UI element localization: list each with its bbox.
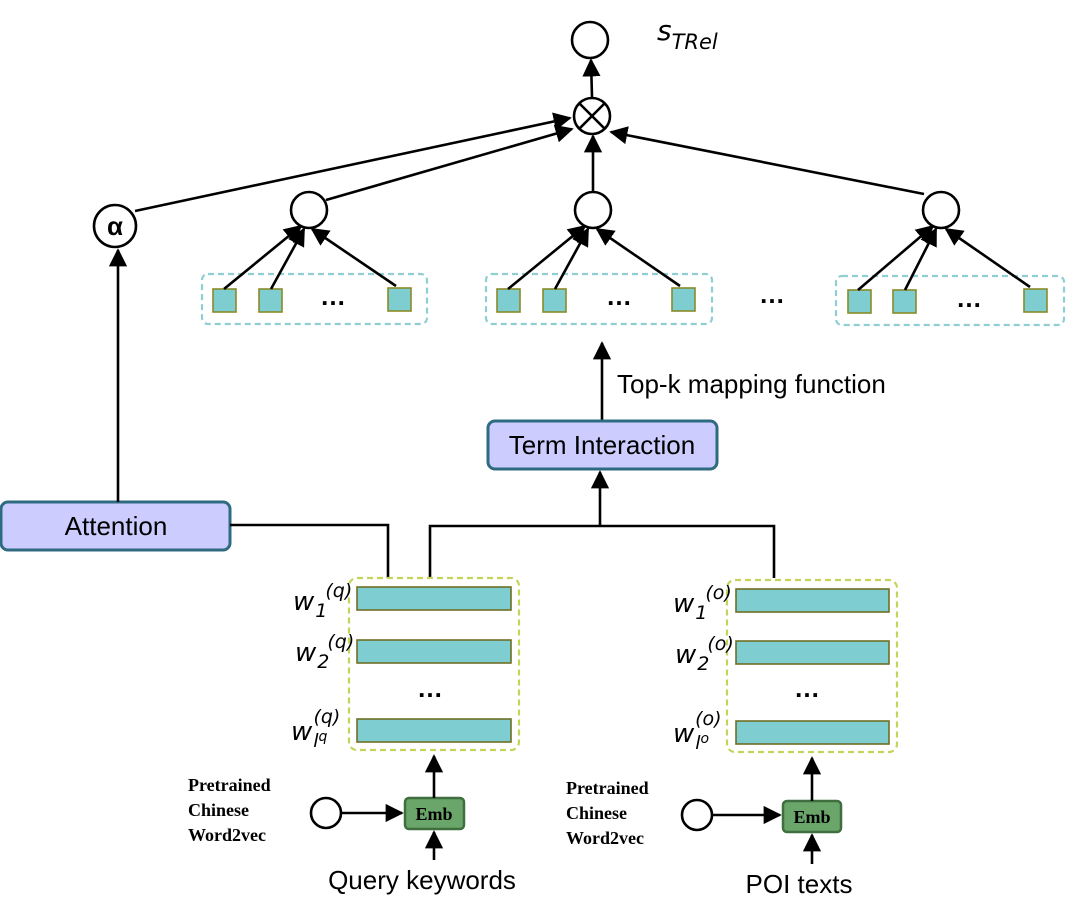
query-embedding-row: [356, 639, 512, 664]
poi-embedding-row: [735, 720, 890, 745]
poi-emb-label: Emb: [793, 807, 830, 827]
topk-ellipsis: …: [606, 281, 632, 311]
topk-cell: [847, 289, 872, 314]
query-emb-label: Emb: [415, 804, 452, 824]
term-interaction-box: [486, 419, 719, 471]
alpha-node: [92, 203, 138, 249]
svg-text:Chinese: Chinese: [188, 800, 249, 820]
topk-mapping-label: Top-k mapping function: [617, 369, 886, 399]
embedding-connectors: [230, 523, 776, 578]
svg-text:Word2vec: Word2vec: [566, 828, 644, 848]
topk-group-n: …: [834, 224, 1066, 327]
query-pretrained-node: [309, 796, 343, 830]
poi-word-label-1: w1(o): [673, 582, 732, 624]
query-embedding-matrix: …: [347, 576, 521, 752]
topk-ellipsis: …: [320, 281, 346, 311]
alpha-symbol: α: [107, 211, 123, 241]
svg-text:Word2vec: Word2vec: [188, 825, 266, 845]
poi-word-label-2: w2(o): [675, 633, 734, 675]
poi-pretrained-node: [680, 798, 714, 832]
poi-embedding-row: [735, 588, 890, 613]
alpha-to-product-arrow: [134, 112, 572, 213]
topk-cell: [212, 288, 237, 313]
poi-embedding-matrix: …: [725, 578, 899, 754]
query-word-label-3: wlq(q): [291, 706, 340, 752]
query-embedding-row: [356, 718, 512, 743]
query-word-label-2: w2(q): [295, 631, 354, 673]
topk-cell: [496, 288, 521, 313]
poi-input-label: POI texts: [746, 869, 853, 899]
poi-word-label-3: wlo(o): [673, 708, 722, 754]
query-word-label-1: w1(q): [293, 580, 352, 622]
pool-node-1: [289, 190, 329, 230]
svg-text:Pretrained: Pretrained: [566, 778, 649, 798]
svg-text:Chinese: Chinese: [566, 803, 627, 823]
topk-group-2: …: [484, 224, 714, 326]
topk-cell: [1023, 288, 1048, 313]
output-node: [570, 20, 610, 60]
topk-ellipsis: …: [956, 283, 982, 313]
query-embedding-row: [356, 586, 512, 611]
term-interaction-label: Term Interaction: [509, 430, 695, 460]
groups-ellipsis: …: [759, 279, 785, 309]
output-label: sTRel: [657, 14, 718, 54]
pool1-to-product-arrow: [325, 124, 574, 202]
poi-rows-ellipsis: …: [794, 673, 820, 703]
topk-cell: [671, 287, 696, 312]
pool-node-n: [921, 190, 961, 230]
attention-label: Attention: [65, 511, 168, 541]
poi-embedding-row: [735, 640, 890, 665]
poi-pretrained-label: Pretrained Chinese Word2vec: [566, 778, 649, 848]
query-rows-ellipsis: …: [417, 673, 443, 703]
svg-text:Pretrained: Pretrained: [188, 775, 271, 795]
topk-cell: [542, 288, 567, 313]
pooln-to-product-arrow: [609, 126, 925, 196]
product-to-output-arrow: [582, 58, 601, 98]
topk-group-1: …: [200, 224, 429, 326]
query-input-label: Query keywords: [328, 865, 516, 895]
topk-cell: [387, 287, 412, 312]
product-node: [572, 96, 612, 136]
pool-node-2: [573, 190, 613, 230]
topk-cell: [258, 288, 283, 313]
topk-cell: [892, 289, 917, 314]
query-pretrained-label: Pretrained Chinese Word2vec: [188, 775, 271, 845]
